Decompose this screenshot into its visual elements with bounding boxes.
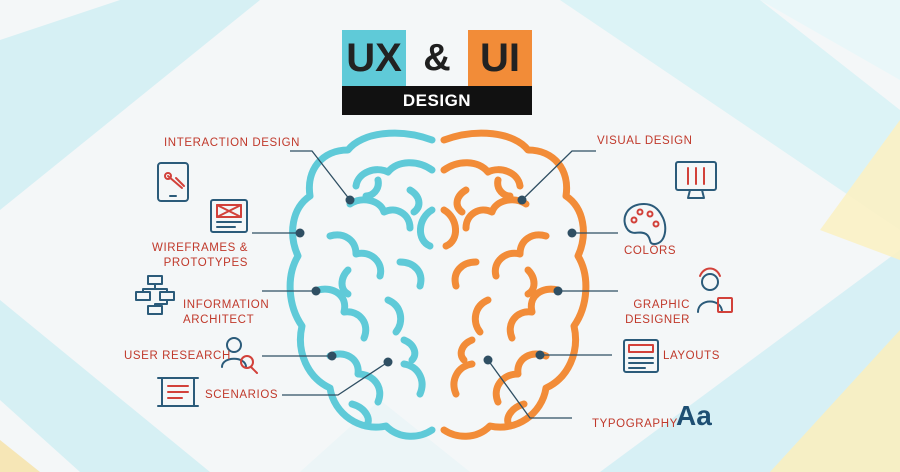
title-design: DESIGN xyxy=(342,86,532,115)
label-layouts: LAYOUTS xyxy=(663,350,721,362)
label-visual-design: VISUAL DESIGN xyxy=(597,135,693,147)
label-wireframes-prototypes: WIREFRAMES & PROTOTYPES xyxy=(148,241,248,271)
typography-aa-icon: Aa xyxy=(676,400,712,431)
layout-icon xyxy=(623,339,659,373)
designer-icon xyxy=(697,267,733,313)
scroll-icon xyxy=(157,377,199,407)
label-information-architect: INFORMATION ARCHITECT xyxy=(183,298,269,328)
label-user-research: USER RESEARCH xyxy=(124,350,231,362)
monitor-tools-icon xyxy=(675,161,717,199)
label-scenarios: SCENARIOS xyxy=(205,389,279,401)
wireframe-icon xyxy=(210,199,248,233)
palette-icon xyxy=(623,203,667,245)
label-information-line2: ARCHITECT xyxy=(183,314,255,326)
ui-brain-hemisphere xyxy=(440,129,590,440)
label-graphic-designer: GRAPHIC DESIGNER xyxy=(608,298,690,328)
connector-dots xyxy=(295,195,577,367)
label-typography: TYPOGRAPHY xyxy=(592,418,678,430)
label-interaction-design: INTERACTION DESIGN xyxy=(164,137,301,149)
connector-lines xyxy=(252,150,618,419)
user-search-icon xyxy=(221,337,258,374)
label-wireframes-line2: PROTOTYPES xyxy=(163,257,248,269)
label-information-line1: INFORMATION xyxy=(183,299,270,311)
title-ampersand: & xyxy=(423,36,451,79)
ux-brain-hemisphere xyxy=(286,129,436,440)
label-graphic-line2: DESIGNER xyxy=(625,314,690,326)
label-colors: COLORS xyxy=(624,245,677,257)
label-wireframes-line1: WIREFRAMES & xyxy=(151,242,248,254)
label-graphic-line1: GRAPHIC xyxy=(633,299,690,311)
title-badge: UX & UI DESIGN xyxy=(342,30,532,115)
sitemap-icon xyxy=(135,275,175,315)
tablet-touch-icon xyxy=(157,162,189,202)
title-ui: UI xyxy=(468,30,532,86)
title-ux: UX xyxy=(342,30,406,86)
